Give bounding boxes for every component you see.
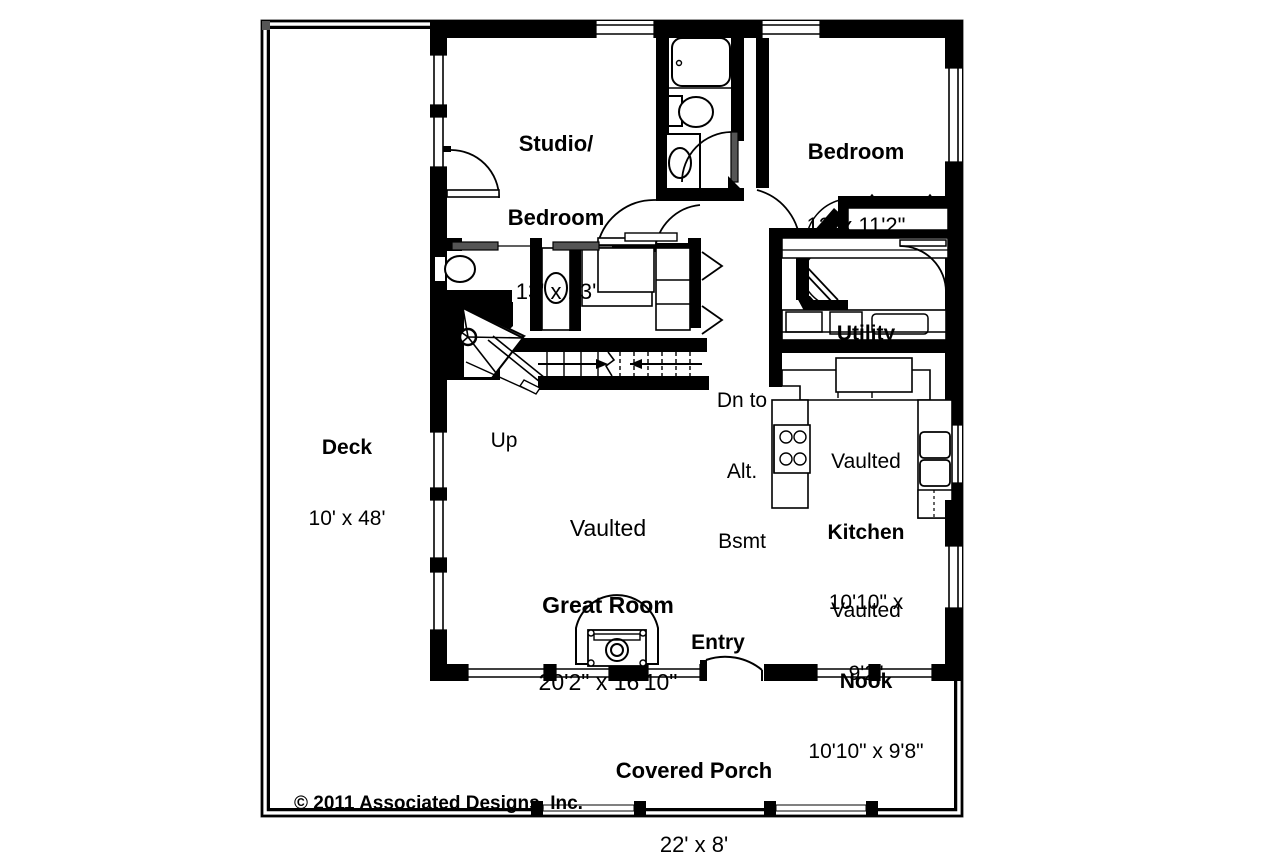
hall-door-center[interactable] — [654, 204, 701, 251]
window-left-greatroom-3 — [430, 571, 447, 631]
toilet-upper — [667, 95, 714, 128]
window-bottom-5 — [879, 664, 933, 681]
studio-door[interactable] — [443, 146, 500, 199]
deck-floor — [271, 30, 953, 807]
powder-toilet — [433, 255, 476, 283]
bath-door[interactable] — [681, 131, 740, 192]
closet-door-arrows — [701, 251, 724, 335]
utility-appliances — [781, 309, 947, 341]
nook-wall-stub — [945, 500, 962, 546]
window-bottom-1 — [467, 664, 545, 681]
window-right-nook — [945, 545, 962, 609]
bathtub — [669, 37, 733, 89]
window-right-bedroom — [945, 67, 962, 163]
window-left-greatroom-2 — [430, 499, 447, 559]
closet-bifold-lower[interactable] — [799, 265, 839, 309]
laundry-closet — [581, 247, 655, 307]
window-bottom-2 — [555, 664, 610, 681]
linen-closet — [655, 247, 691, 331]
utility-door[interactable] — [899, 239, 947, 293]
stair-winder-fill — [432, 302, 527, 380]
window-bottom-4 — [816, 664, 870, 681]
window-left-greatroom-1 — [430, 431, 447, 489]
window-top-2 — [761, 21, 821, 38]
entry-door[interactable] — [700, 654, 764, 681]
stair-treads-down — [604, 351, 709, 377]
closet-sliding-symbol-1 — [451, 241, 530, 251]
window-left-studio-1 — [430, 54, 447, 106]
closet-sliding-symbol-3 — [624, 232, 678, 242]
closet-sliding-symbol-2 — [552, 241, 626, 251]
deck-rail-detail — [262, 21, 270, 30]
cooktop-range — [773, 424, 811, 474]
window-top-1 — [595, 21, 655, 38]
fireplace — [575, 594, 659, 667]
window-bottom-3 — [647, 664, 701, 681]
stair-handrail — [465, 335, 546, 395]
window-left-studio-2 — [430, 116, 447, 168]
powder-shower — [541, 247, 571, 331]
vanity-upper — [665, 133, 701, 190]
porch-rail-posts — [531, 801, 878, 815]
